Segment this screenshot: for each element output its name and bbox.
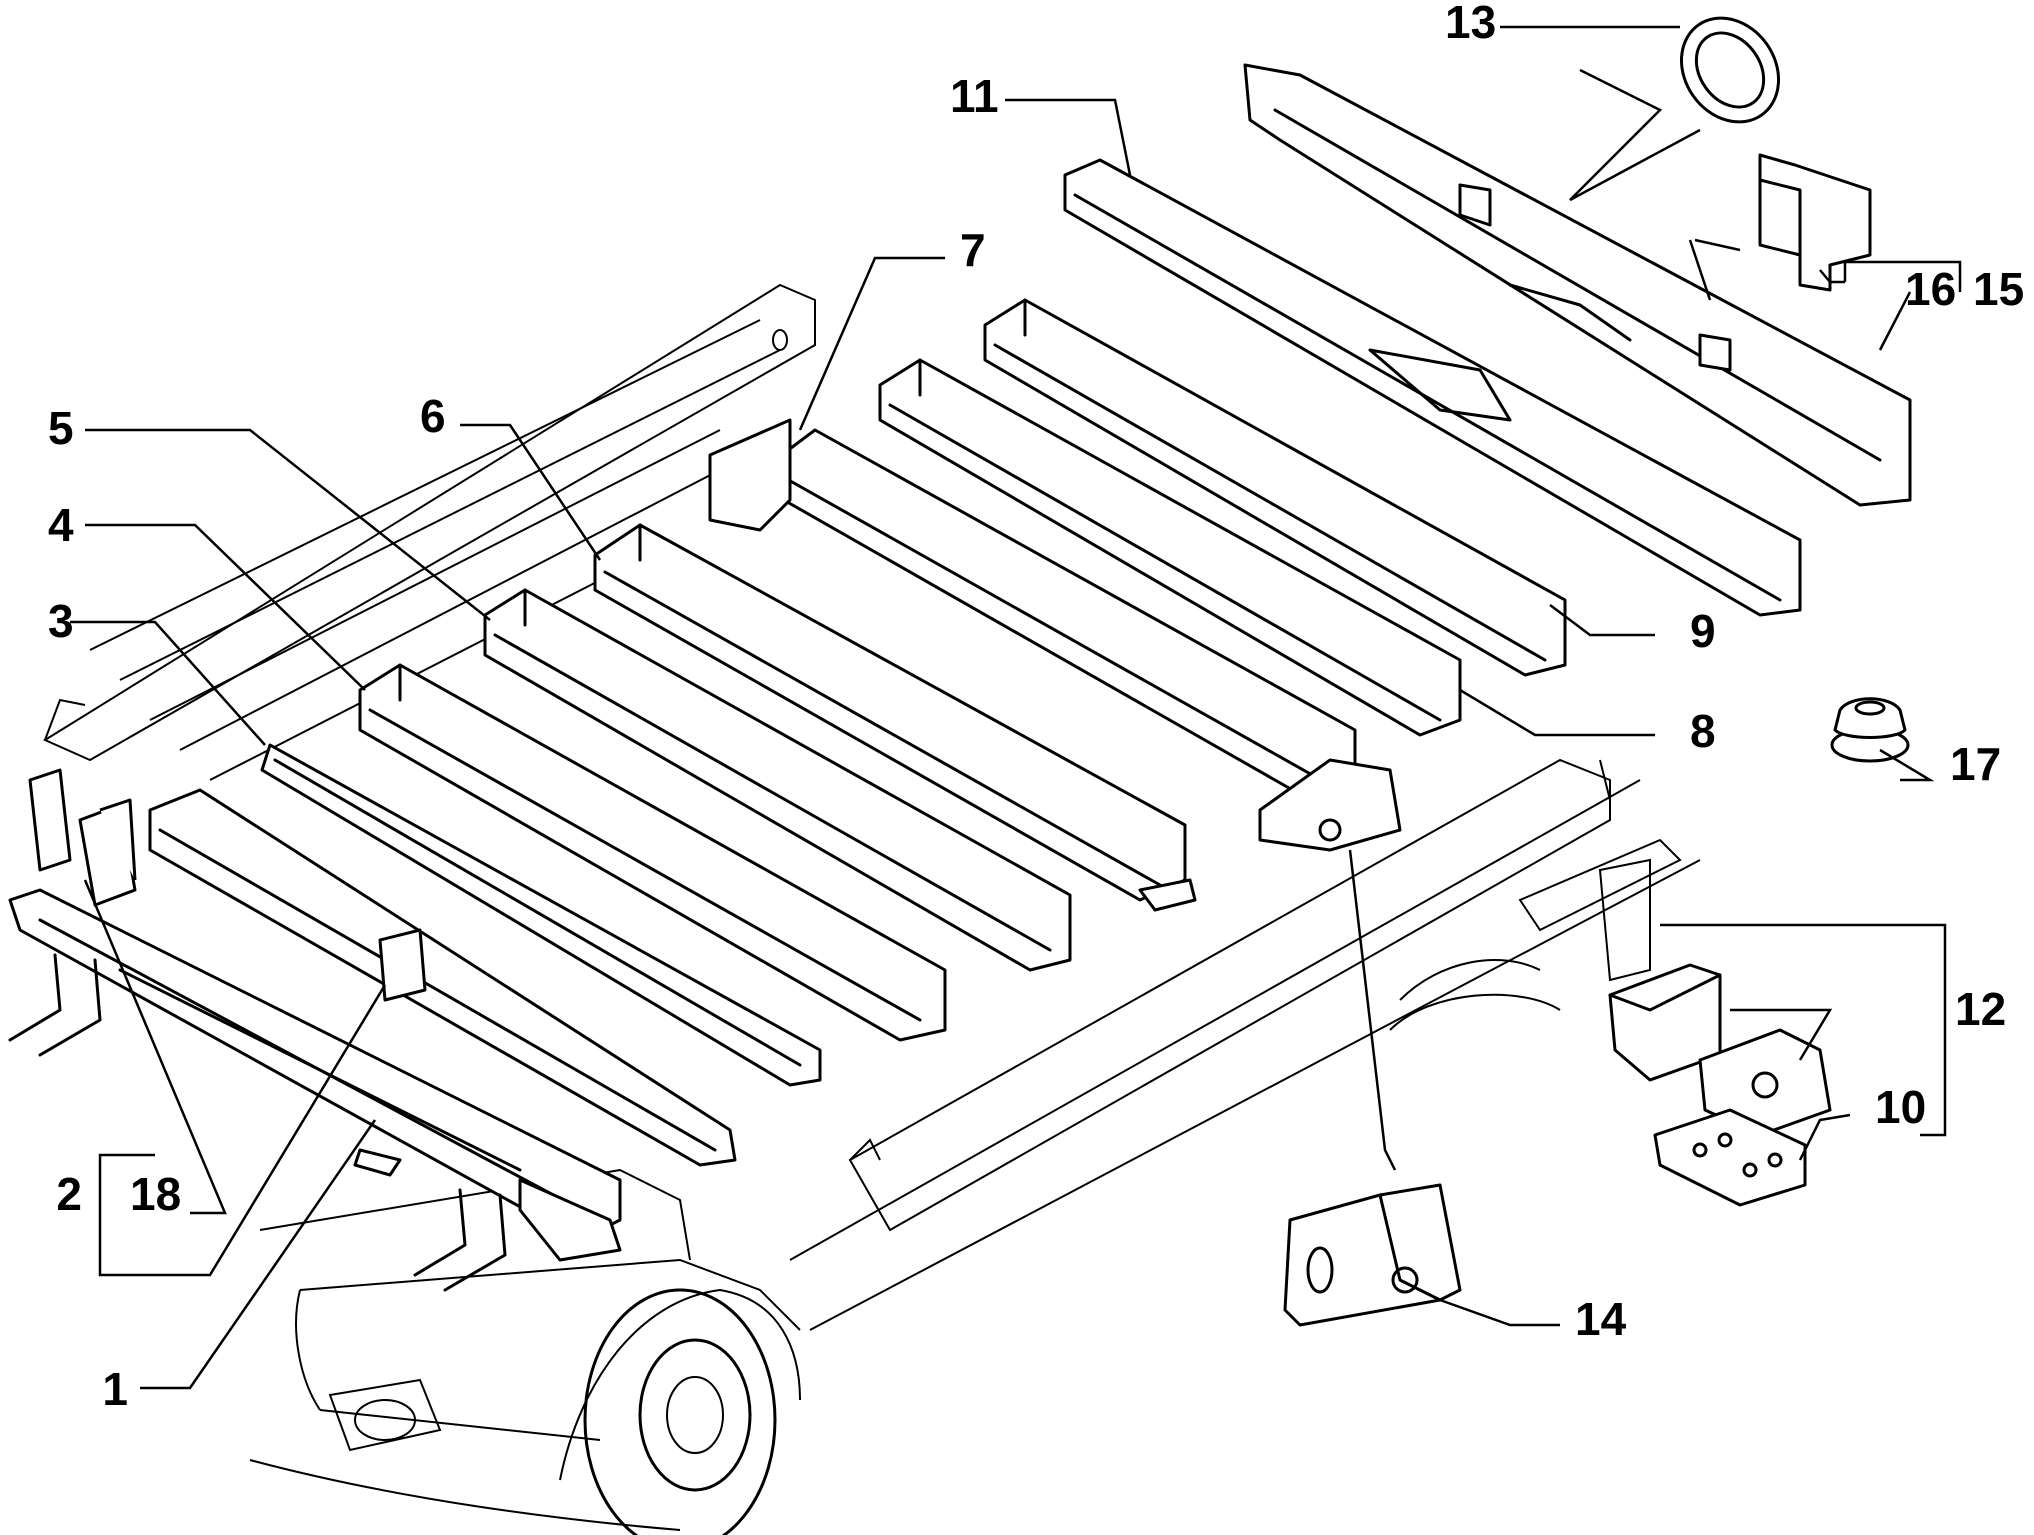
callout-13: 13	[1445, 0, 1496, 48]
part-4-crossmember	[358, 663, 947, 1042]
part-11-rear-crossmember	[1063, 158, 1802, 617]
vehicle-outline	[42, 283, 1701, 1535]
part-5-crossmember	[483, 588, 1072, 972]
callout-9: 9	[1690, 605, 1716, 657]
callout-1: 1	[102, 1363, 128, 1415]
callout-4: 4	[48, 499, 74, 551]
callout-14: 14	[1575, 1293, 1627, 1345]
callout-labels: 1 2 18 3 4 5 6 7 8 9 10 11 12 13 14 15 1…	[48, 0, 2024, 1415]
part-3-crossmember	[148, 743, 822, 1167]
part-12-brackets	[1608, 963, 1832, 1137]
part-13-grommet	[1679, 16, 1781, 124]
part-16-bracket	[1758, 153, 1872, 292]
callout-2: 2	[56, 1168, 82, 1220]
part-6-crossmember	[593, 523, 1197, 912]
callout-7: 7	[960, 224, 986, 276]
part-7-crossmember	[708, 418, 1402, 852]
part-17-mount	[1830, 697, 1910, 763]
leader-lines	[70, 25, 1962, 1390]
part-14-bracket	[1283, 1183, 1462, 1327]
callout-11: 11	[950, 70, 999, 122]
part-9-crossmember	[983, 298, 1567, 677]
part-10-plate	[1653, 1108, 1807, 1207]
callout-17: 17	[1950, 738, 2001, 790]
callout-5: 5	[48, 402, 74, 454]
callout-10: 10	[1875, 1081, 1926, 1133]
part-15-rear-panel	[1243, 63, 1912, 507]
callout-15: 15	[1973, 263, 2024, 315]
callout-8: 8	[1690, 705, 1716, 757]
callout-16: 16	[1905, 263, 1956, 315]
callout-18: 18	[130, 1168, 181, 1220]
callout-6: 6	[420, 390, 446, 442]
part-front-rail	[8, 768, 622, 1292]
callout-3: 3	[48, 595, 74, 647]
callout-12: 12	[1955, 983, 2006, 1035]
part-8-crossmember	[878, 358, 1462, 737]
